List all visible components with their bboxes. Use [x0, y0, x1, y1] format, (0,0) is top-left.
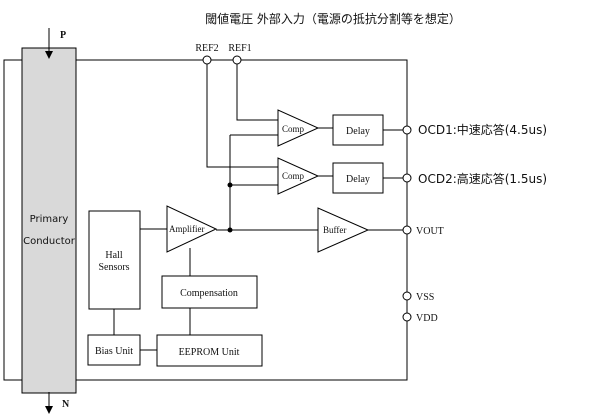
bias-unit-label: Bias Unit	[95, 346, 133, 357]
conductor-label-line2: Conductor	[23, 236, 76, 247]
header-title: 閾値電圧 外部入力（電源の抵抗分割等を想定）	[205, 11, 461, 26]
conductor-label-line1: Primary	[30, 214, 69, 225]
bias-unit-box	[87, 334, 141, 366]
buffer-triangle	[317, 207, 370, 253]
pole-p-label: P	[60, 30, 66, 41]
ref2-pin	[202, 55, 212, 65]
compensation-box	[161, 275, 258, 309]
eeprom-unit-label: EEPROM Unit	[179, 347, 240, 358]
pole-n-label: N	[62, 399, 70, 410]
amplifier-label: Amplifier	[169, 224, 205, 234]
vdd-pin	[402, 312, 412, 322]
comp-upper-label: Comp	[282, 124, 305, 134]
vss-pin	[402, 291, 412, 301]
vss-label: VSS	[416, 292, 434, 303]
signal-wiring	[113, 64, 403, 351]
amplifier-triangle	[166, 205, 218, 253]
comp-lower-label: Comp	[282, 171, 305, 181]
buffer-label: Buffer	[323, 225, 346, 235]
delay-upper-label: Delay	[346, 126, 370, 137]
compensation-label: Compensation	[180, 288, 238, 299]
vout-pin	[402, 225, 412, 235]
eeprom-unit-box	[156, 334, 263, 367]
hall-label-line2: Sensors	[98, 262, 129, 273]
hall-sensors-box	[88, 210, 141, 310]
junction-dot-upper	[227, 182, 233, 188]
comp-upper-triangle	[277, 109, 320, 147]
ref1-label: REF1	[228, 43, 251, 54]
vdd-label: VDD	[416, 313, 438, 324]
delay-upper-box	[332, 114, 384, 146]
ref2-label: REF2	[195, 43, 218, 54]
ocd2-pin	[402, 173, 412, 183]
comp-lower-triangle	[277, 157, 320, 195]
ocd1-pin	[402, 125, 412, 135]
ocd1-label: OCD1:中速応答(4.5us)	[418, 122, 547, 137]
primary-conductor: Primary Conductor	[3, 47, 77, 394]
junction-dot-lower	[227, 227, 233, 233]
ocd2-label: OCD2:高速応答(1.5us)	[418, 171, 547, 186]
ref1-pin	[232, 55, 242, 65]
hall-label-line1: Hall	[105, 250, 122, 261]
delay-lower-box	[332, 162, 384, 194]
vout-label: VOUT	[416, 226, 444, 237]
delay-lower-label: Delay	[346, 174, 370, 185]
